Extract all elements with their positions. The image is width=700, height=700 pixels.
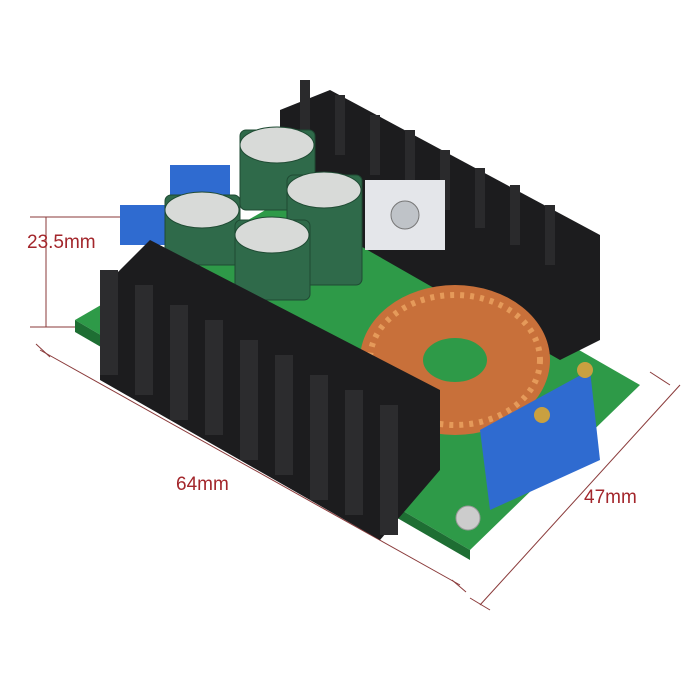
height-dimension-label: 23.5mm [27, 232, 96, 253]
mounting-hole [455, 505, 481, 531]
length-dimension-label: 64mm [176, 474, 229, 495]
dimension-lines [30, 216, 681, 611]
screw [390, 200, 420, 230]
potentiometers [480, 362, 600, 510]
width-dimension-label: 47mm [584, 487, 637, 508]
capacitors [164, 126, 363, 301]
front-heatsink [100, 240, 440, 540]
